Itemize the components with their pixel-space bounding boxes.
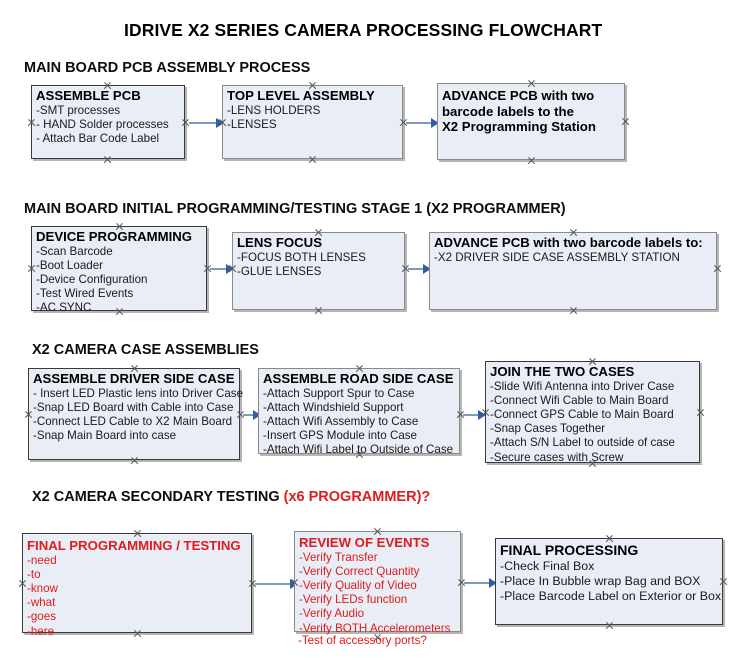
box-title: LENS FOCUS: [237, 235, 322, 250]
box-line: -Verify Quality of Video: [299, 578, 417, 592]
process-box-advance-pcb-driver-side[interactable]: ADVANCE PCB with two barcode labels to: …: [429, 232, 717, 310]
connector-arrow: [406, 118, 439, 128]
box-line: -here: [27, 624, 55, 638]
process-box-final-programming-testing[interactable]: FINAL PROGRAMMING / TESTING -need -to -k…: [22, 533, 252, 638]
box-line: -GLUE LENSES: [237, 264, 322, 278]
box-title: FINAL PROCESSING: [500, 542, 639, 558]
box-line: -Device Configuration: [36, 272, 148, 286]
box-line: -Connect LED Cable to X2 Main Board: [33, 414, 233, 428]
box-title: ADVANCE PCB with two barcode labels to:: [434, 235, 703, 250]
connector-arrow: [464, 578, 497, 588]
box-line: -Insert GPS Module into Case: [263, 429, 418, 443]
page-title: IDRIVE X2 SERIES CAMERA PROCESSING FLOWC…: [124, 20, 603, 40]
box-line: -Attach Support Spur to Case: [263, 386, 415, 400]
box-title: ASSEMBLE DRIVER SIDE CASE: [33, 371, 235, 386]
box-line: -Boot Loader: [36, 258, 104, 272]
connector-arrow: [463, 410, 486, 420]
section-heading-main-board-pcb-assembly: MAIN BOARD PCB ASSEMBLY PROCESS: [24, 60, 310, 76]
box-line: -Verify BOTH Accelerometers: [299, 621, 451, 635]
box-line: -know: [27, 581, 58, 595]
box-title: DEVICE PROGRAMMING: [36, 229, 193, 244]
box-title: REVIEW OF EVENTS: [299, 535, 430, 550]
box-overflow-line: -Test of accessory ports?: [298, 634, 427, 647]
box-line: - HAND Solder processes: [36, 117, 169, 131]
box-line: -AC SYNC: [36, 301, 92, 315]
box-line: -LENSES: [227, 117, 277, 131]
box-title: FINAL PROGRAMMING / TESTING: [27, 538, 241, 553]
section-heading-accent: (x6 PROGRAMMER)?: [283, 489, 431, 505]
section-heading-secondary-testing: X2 CAMERA SECONDARY TESTING (x6 PROGRAMM…: [32, 489, 430, 505]
box-line: -SMT processes: [36, 103, 121, 117]
box-line: barcode labels to the: [442, 103, 574, 119]
box-line: -Verify Audio: [299, 607, 365, 621]
box-line: -Place In Bubble wrap Bag and BOX: [500, 573, 701, 588]
box-line: -goes: [27, 610, 57, 624]
box-line: -Connect GPS Cable to Main Board: [490, 407, 674, 421]
box-title: ADVANCE PCB with two: [442, 88, 595, 103]
box-title: ASSEMBLE ROAD SIDE CASE: [263, 371, 454, 386]
box-line: -Check Final Box: [500, 558, 595, 573]
box-line: -Snap Cases Together: [490, 422, 606, 436]
connector-arrow: [408, 264, 431, 274]
section-heading-initial-programming: MAIN BOARD INITIAL PROGRAMMING/TESTING S…: [24, 201, 566, 217]
box-line: -Slide Wifi Antenna into Driver Case: [490, 379, 675, 393]
box-line: - Attach Bar Code Label: [36, 131, 160, 145]
box-line: -to: [27, 567, 41, 581]
process-box-assemble-road-side-case[interactable]: ASSEMBLE ROAD SIDE CASE -Attach Support …: [258, 368, 460, 457]
process-box-review-of-events[interactable]: REVIEW OF EVENTS -Verify Transfer -Verif…: [294, 531, 461, 635]
section-heading-text: MAIN BOARD PCB ASSEMBLY PROCESS: [24, 60, 311, 76]
section-heading-case-assemblies: X2 CAMERA CASE ASSEMBLIES: [32, 342, 259, 358]
process-box-join-the-two-cases[interactable]: JOIN THE TWO CASES -Slide Wifi Antenna i…: [485, 361, 700, 464]
connector-arrow: [210, 264, 234, 274]
box-line: -Place Barcode Label on Exterior or Box: [500, 589, 722, 604]
process-box-assemble-pcb[interactable]: ASSEMBLE PCB -SMT processes - HAND Solde…: [31, 85, 185, 159]
box-line: -X2 DRIVER SIDE CASE ASSEMBLY STATION: [434, 250, 680, 264]
process-box-lens-focus[interactable]: LENS FOCUS -FOCUS BOTH LENSES -GLUE LENS…: [232, 232, 405, 310]
process-box-final-processing[interactable]: FINAL PROCESSING -Check Final Box -Place…: [495, 538, 723, 625]
box-line: -Attach Windshield Support: [263, 400, 404, 414]
box-line: -Attach S/N Label to outside of case: [490, 436, 675, 450]
box-line: -Attach Wifi Assembly to Case: [263, 414, 419, 428]
process-box-assemble-driver-side-case[interactable]: ASSEMBLE DRIVER SIDE CASE - Insert LED P…: [28, 368, 244, 460]
box-line: -what: [27, 596, 56, 610]
box-title: TOP LEVEL ASSEMBLY: [227, 88, 375, 103]
box-line: -need: [27, 553, 57, 567]
connector-arrow: [255, 579, 298, 589]
box-line: -Verify Correct Quantity: [299, 564, 420, 578]
box-line: -FOCUS BOTH LENSES: [237, 250, 366, 264]
connector-arrow: [189, 118, 224, 128]
box-line: -LENS HOLDERS: [227, 103, 321, 117]
box-line: - Insert LED Plastic lens into Driver Ca…: [33, 386, 244, 400]
box-line: X2 Programming Station: [442, 119, 596, 134]
box-line: -Scan Barcode: [36, 244, 113, 258]
box-line: -Snap LED Board with Cable into Case: [33, 400, 234, 414]
section-heading-text: X2 CAMERA CASE ASSEMBLIES: [32, 342, 259, 358]
box-line: -Connect Wifi Cable to Main Board: [490, 393, 669, 407]
box-line: -Snap Main Board into case: [33, 429, 177, 443]
box-line: -Verify Transfer: [299, 550, 378, 564]
process-box-device-programming[interactable]: DEVICE PROGRAMMING -Scan Barcode -Boot L…: [31, 226, 207, 314]
box-line: -Verify LEDs function: [299, 593, 408, 607]
box-line: -Test Wired Events: [36, 287, 134, 301]
section-heading-text: MAIN BOARD INITIAL PROGRAMMING/TESTING S…: [24, 201, 566, 217]
process-box-top-level-assembly[interactable]: TOP LEVEL ASSEMBLY -LENS HOLDERS -LENSES: [222, 85, 403, 159]
box-title: ASSEMBLE PCB: [36, 88, 141, 103]
process-box-advance-pcb-station[interactable]: ADVANCE PCB with two barcode labels to t…: [437, 83, 625, 160]
box-line: -Attach Wifi Label to Outside of Case: [263, 443, 454, 457]
section-heading-text: X2 CAMERA SECONDARY TESTING: [32, 489, 284, 505]
box-line: -Secure cases with Screw: [490, 450, 624, 464]
box-title: JOIN THE TWO CASES: [490, 364, 635, 379]
